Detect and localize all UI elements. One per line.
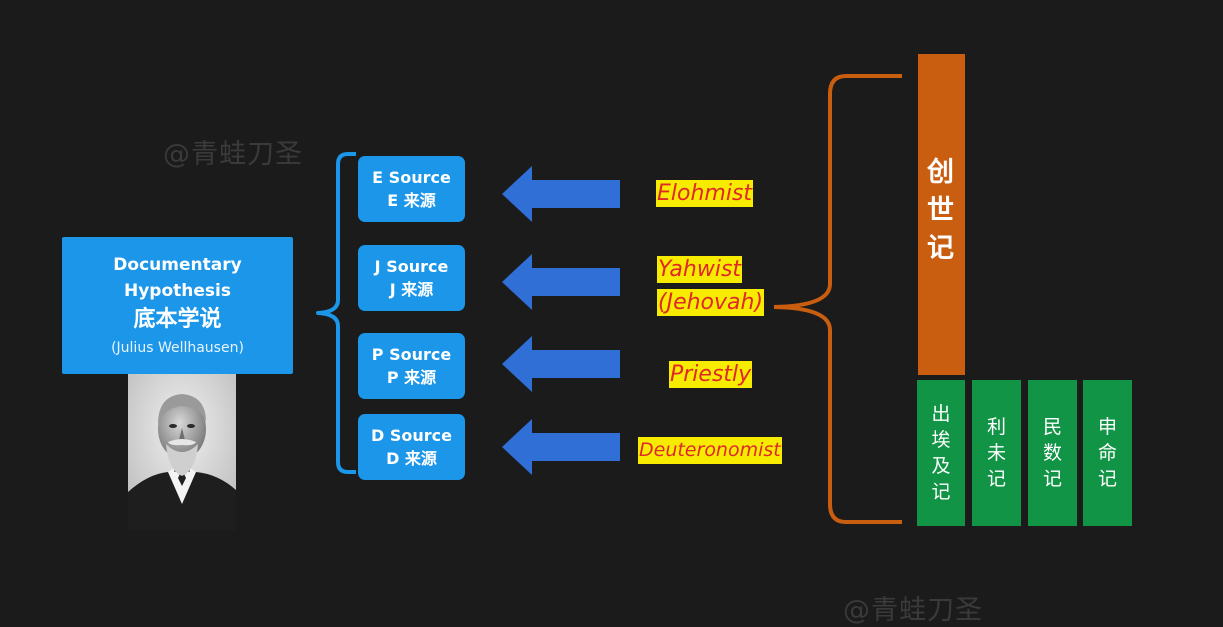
portrait-image	[128, 374, 236, 530]
genesis-char-1: 创	[927, 157, 956, 188]
arrow-e-icon	[502, 166, 620, 222]
source-j-line1: J Source	[374, 257, 449, 276]
source-p-line2: P 来源	[386, 368, 437, 387]
genesis-char-3: 记	[927, 233, 956, 264]
book-genesis: 创 世 记	[918, 54, 965, 375]
source-box-e: E Source E 来源	[358, 156, 465, 222]
exodus-char-3: 及	[931, 455, 951, 477]
wellhausen-portrait	[128, 374, 236, 530]
leviticus-char-1: 利	[986, 416, 1006, 438]
label-yahwist: Yahwist	[657, 256, 743, 283]
genesis-label: 创 世 记	[918, 154, 965, 268]
arrow-p-icon	[502, 336, 620, 392]
source-e-line2: E 来源	[387, 191, 436, 210]
exodus-char-4: 记	[931, 481, 951, 503]
label-elohmist: Elohmist	[656, 180, 754, 207]
source-d-line2: D 来源	[386, 449, 437, 468]
source-p-line1: P Source	[371, 345, 452, 364]
hypothesis-title-line1: Documentary	[113, 254, 242, 275]
source-e-line1: E Source	[372, 168, 451, 187]
deuteronomy-char-2: 命	[1097, 442, 1117, 464]
source-d-line1: D Source	[371, 426, 452, 445]
numbers-char-3: 记	[1042, 468, 1062, 490]
arrow-j-icon	[502, 254, 620, 310]
numbers-char-2: 数	[1042, 442, 1062, 464]
exodus-char-2: 埃	[931, 429, 951, 451]
hypothesis-title-line2: Hypothesis	[124, 280, 231, 301]
hypothesis-title-zh: 底本学说	[133, 306, 222, 332]
books-bracket	[773, 74, 902, 524]
sources-bracket	[316, 152, 356, 474]
arrow-d-icon	[502, 419, 620, 475]
deuteronomy-char-1: 申	[1097, 416, 1117, 438]
leviticus-char-2: 未	[986, 442, 1006, 464]
label-deuteronomist: Deuteronomist	[638, 437, 782, 464]
book-exodus: 出 埃 及 记	[917, 380, 965, 526]
label-priestly: Priestly	[669, 361, 753, 388]
numbers-char-1: 民	[1042, 416, 1062, 438]
documentary-hypothesis-box: Documentary Hypothesis 底本学说 (Julius Well…	[62, 237, 293, 374]
label-jehovah: (Jehovah)	[657, 289, 765, 316]
source-box-d: D Source D 来源	[358, 414, 465, 480]
book-numbers: 民 数 记	[1028, 380, 1077, 526]
hypothesis-author: (Julius Wellhausen)	[111, 339, 244, 356]
watermark-bottom: @青蛙刀圣	[843, 595, 983, 626]
book-leviticus: 利 未 记	[972, 380, 1021, 526]
source-box-p: P Source P 来源	[358, 333, 465, 399]
genesis-char-2: 世	[927, 195, 956, 226]
source-j-line2: J 来源	[389, 280, 434, 299]
book-deuteronomy: 申 命 记	[1083, 380, 1132, 526]
watermark-top: @青蛙刀圣	[163, 139, 303, 170]
deuteronomy-char-3: 记	[1097, 468, 1117, 490]
leviticus-char-3: 记	[986, 468, 1006, 490]
exodus-char-1: 出	[931, 403, 951, 425]
source-box-j: J Source J 来源	[358, 245, 465, 311]
